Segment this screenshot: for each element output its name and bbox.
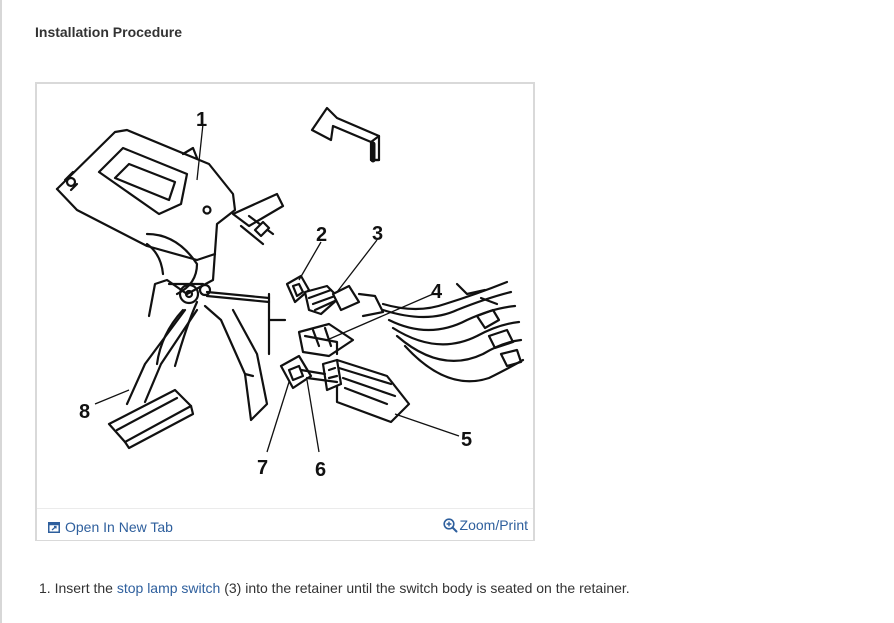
callout-1: 1: [196, 109, 207, 131]
figure-illustration[interactable]: 1 2 3 4 5 6 7 8: [37, 84, 533, 508]
stop-lamp-switch-link[interactable]: stop lamp switch: [116, 580, 221, 596]
callout-2: 2: [316, 224, 327, 246]
step-item: 1. Insert the stop lamp switch (3) into …: [39, 580, 630, 596]
step-text-before: Insert the: [54, 580, 113, 596]
callout-6: 6: [315, 459, 326, 481]
callout-4: 4: [431, 281, 443, 303]
step-text-after: (3) into the retainer until the switch b…: [224, 580, 630, 596]
zoom-in-icon: [442, 517, 458, 533]
section-heading: Installation Procedure: [35, 24, 183, 40]
left-border: [0, 0, 2, 623]
figure-frame: 1 2 3 4 5 6 7 8 Open In New Tab: [35, 82, 535, 541]
step-number: 1.: [39, 580, 51, 596]
zoom-print-link[interactable]: Zoom/Print: [442, 517, 528, 533]
callout-3: 3: [372, 223, 383, 245]
open-external-icon: [48, 521, 60, 533]
zoom-print-label: Zoom/Print: [459, 517, 528, 533]
open-new-tab-label: Open In New Tab: [65, 519, 173, 535]
callout-5: 5: [461, 429, 472, 451]
open-new-tab-link[interactable]: Open In New Tab: [48, 519, 173, 535]
figure-toolbar: Open In New Tab Zoom/Print: [37, 508, 533, 540]
callout-7: 7: [257, 457, 268, 479]
callout-8: 8: [79, 401, 90, 423]
brake-pedal-diagram: 1 2 3 4 5 6 7 8: [55, 106, 525, 481]
